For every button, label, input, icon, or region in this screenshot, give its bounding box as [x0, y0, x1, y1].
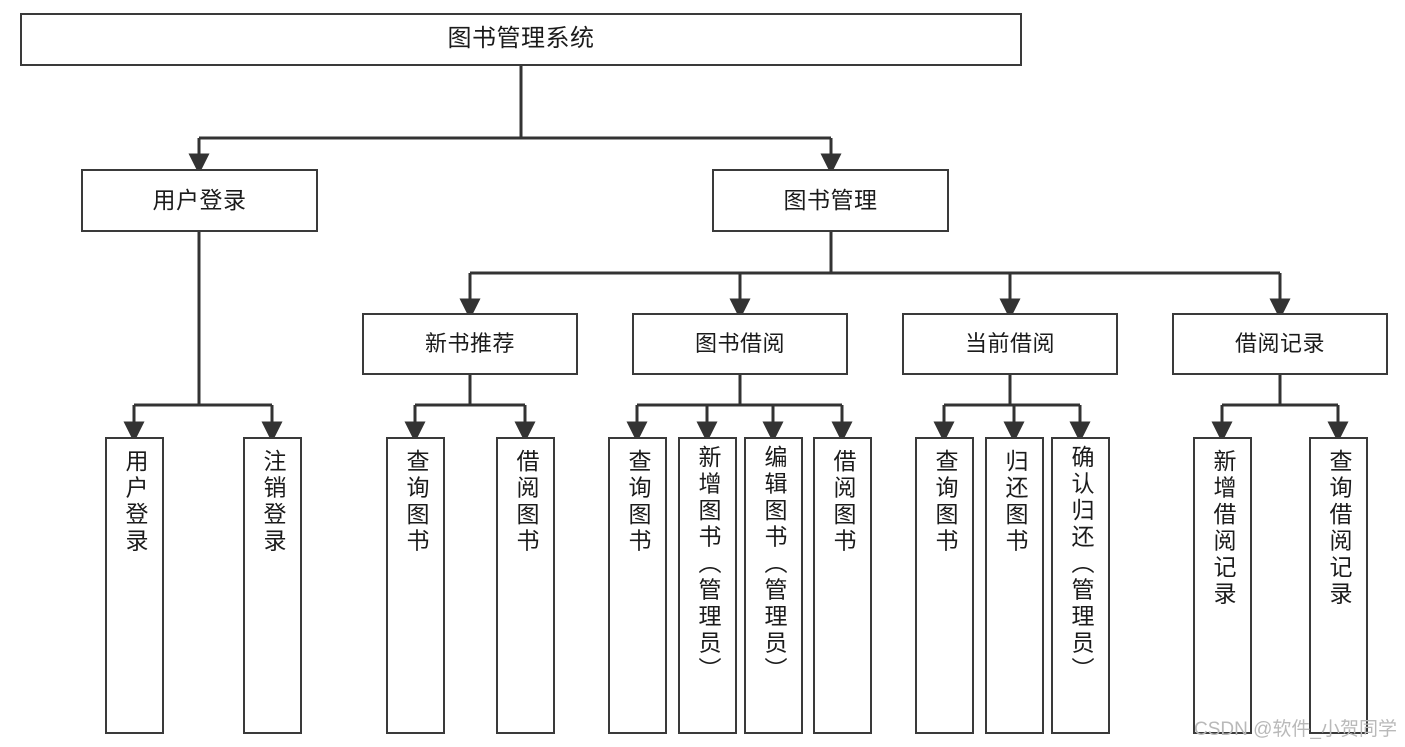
- leaf-book-borrow-lend-label: 借阅图书: [830, 449, 856, 555]
- leaf-current-borrow-return[interactable]: 归还图书: [985, 437, 1044, 734]
- node-root[interactable]: 图书管理系统: [20, 13, 1022, 66]
- leaf-borrow-record-add-label: 新增借阅记录: [1210, 449, 1236, 608]
- node-book-borrow[interactable]: 图书借阅: [632, 313, 848, 375]
- leaf-book-borrow-add[interactable]: 新增图书（管理员）: [678, 437, 737, 734]
- node-user-login[interactable]: 用户登录: [81, 169, 318, 232]
- node-user-login-label: 用户登录: [152, 186, 247, 213]
- leaf-book-borrow-lend[interactable]: 借阅图书: [813, 437, 872, 734]
- node-current-borrow[interactable]: 当前借阅: [902, 313, 1118, 375]
- node-root-label: 图书管理系统: [447, 25, 595, 53]
- node-borrow-record-label: 借阅记录: [1234, 330, 1325, 356]
- leaf-user-login-signin-label: 用户登录: [122, 449, 148, 555]
- leaf-new-book-borrow-label: 借阅图书: [513, 449, 539, 555]
- leaf-book-borrow-query-label: 查询图书: [625, 449, 651, 555]
- leaf-current-borrow-confirm-label: 确认归还（管理员）: [1068, 445, 1094, 684]
- leaf-current-borrow-query-label: 查询图书: [932, 449, 958, 555]
- node-book-management-label: 图书管理: [783, 186, 878, 213]
- node-book-borrow-label: 图书借阅: [694, 330, 785, 356]
- node-borrow-record[interactable]: 借阅记录: [1172, 313, 1388, 375]
- leaf-new-book-query[interactable]: 查询图书: [386, 437, 445, 734]
- node-new-book-recommend-label: 新书推荐: [424, 330, 515, 356]
- leaf-book-borrow-edit[interactable]: 编辑图书（管理员）: [744, 437, 803, 734]
- leaf-new-book-query-label: 查询图书: [403, 449, 429, 555]
- node-book-management[interactable]: 图书管理: [712, 169, 949, 232]
- leaf-book-borrow-add-label: 新增图书（管理员）: [695, 445, 721, 684]
- leaf-book-borrow-query[interactable]: 查询图书: [608, 437, 667, 734]
- leaf-book-borrow-edit-label: 编辑图书（管理员）: [761, 445, 787, 684]
- leaf-borrow-record-query-label: 查询借阅记录: [1326, 449, 1352, 608]
- leaf-borrow-record-add[interactable]: 新增借阅记录: [1193, 437, 1252, 734]
- leaf-user-login-signin[interactable]: 用户登录: [105, 437, 164, 734]
- leaf-user-login-signout[interactable]: 注销登录: [243, 437, 302, 734]
- leaf-current-borrow-return-label: 归还图书: [1002, 449, 1028, 555]
- csdn-watermark: CSDN @软件_小贺同学: [1194, 719, 1397, 740]
- node-new-book-recommend[interactable]: 新书推荐: [362, 313, 578, 375]
- leaf-user-login-signout-label: 注销登录: [260, 449, 286, 555]
- leaf-current-borrow-query[interactable]: 查询图书: [915, 437, 974, 734]
- leaf-borrow-record-query[interactable]: 查询借阅记录: [1309, 437, 1368, 734]
- node-current-borrow-label: 当前借阅: [964, 330, 1055, 356]
- leaf-current-borrow-confirm[interactable]: 确认归还（管理员）: [1051, 437, 1110, 734]
- leaf-new-book-borrow[interactable]: 借阅图书: [496, 437, 555, 734]
